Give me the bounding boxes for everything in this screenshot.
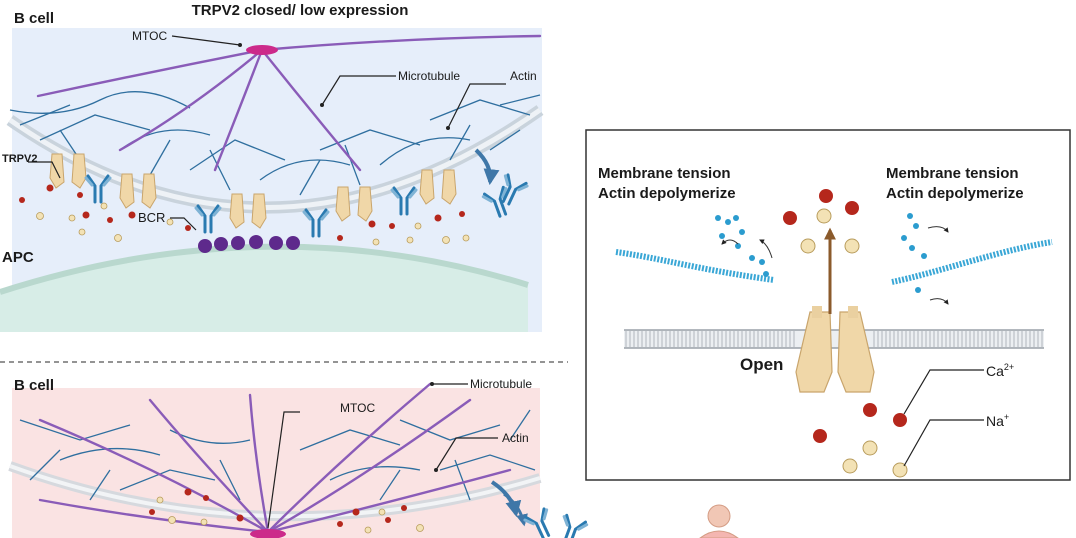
top-trpv2-label: TRPV2 bbox=[2, 153, 37, 165]
top-antigen-cluster bbox=[198, 235, 300, 253]
top-ions bbox=[19, 184, 470, 246]
right-caption-line2: Actin depolymerize bbox=[886, 185, 1024, 202]
top-microtubules bbox=[36, 34, 542, 172]
top-microtubule-pointer-dot bbox=[320, 103, 324, 107]
channel-panel: Membrane tension Actin depolymerize Memb… bbox=[585, 129, 1071, 481]
channel-panel-frame bbox=[585, 129, 1071, 481]
na-ion-label: Na+ bbox=[986, 412, 1009, 429]
bottom-b-cell-membrane-inner bbox=[9, 464, 541, 519]
ca-ion-label: Ca2+ bbox=[986, 362, 1014, 379]
na-ion-superscript: + bbox=[1004, 412, 1009, 422]
bottom-ions bbox=[149, 488, 424, 534]
top-microtubule-label: Microtubule bbox=[398, 69, 460, 83]
bottom-actin-network bbox=[19, 409, 536, 501]
bottom-cell-label: B cell bbox=[14, 377, 54, 394]
bottom-mtoc-label: MTOC bbox=[340, 401, 375, 415]
left-caption-line1: Membrane tension bbox=[598, 165, 731, 182]
top-bcr-label: BCR bbox=[138, 210, 165, 225]
open-trpv2-channel bbox=[795, 306, 875, 393]
top-callout-lines bbox=[28, 35, 506, 231]
na-ion-base: Na bbox=[986, 413, 1004, 429]
person-icon bbox=[699, 504, 739, 538]
bottom-actin-pointer-dot bbox=[434, 468, 438, 472]
actin-monomers bbox=[715, 213, 927, 293]
left-actin-filament bbox=[615, 249, 775, 283]
bottom-free-bcr bbox=[554, 513, 589, 538]
left-caption-line2: Actin depolymerize bbox=[598, 185, 736, 202]
bottom-microtubule-label: Microtubule bbox=[470, 377, 532, 391]
channel-state-label: Open bbox=[740, 355, 783, 374]
ca-ion-base: Ca bbox=[986, 363, 1004, 379]
apc-membrane bbox=[0, 243, 529, 295]
top-mtoc-shape bbox=[246, 45, 278, 55]
top-panel-title: TRPV2 closed/ low expression bbox=[192, 2, 409, 19]
apc-cell bbox=[0, 246, 528, 332]
channel-ca-ions bbox=[783, 189, 907, 443]
top-mtoc-pointer-dot bbox=[238, 43, 242, 47]
top-mtoc-label: MTOC bbox=[132, 29, 167, 43]
top-panel: B cell TRPV2 closed/ low expression MTOC… bbox=[0, 2, 544, 332]
right-caption-line1: Membrane tension bbox=[886, 165, 1019, 182]
top-membrane-arrow bbox=[474, 148, 500, 186]
channel-na-ions bbox=[800, 208, 908, 478]
ion-callout-lines bbox=[903, 369, 984, 467]
top-actin-pointer-dot bbox=[446, 126, 450, 130]
top-actin-label: Actin bbox=[510, 69, 537, 83]
bottom-panel: B cell Microtubule MTOC Actin bbox=[8, 377, 589, 538]
bottom-callout-lines bbox=[267, 383, 498, 529]
lipid-bilayer bbox=[624, 329, 1044, 349]
top-cell-label: B cell bbox=[14, 10, 54, 27]
bottom-microtubule-pointer-dot bbox=[430, 382, 434, 386]
bottom-mtoc-shape bbox=[250, 529, 286, 538]
monomer-release-arrows bbox=[721, 226, 949, 305]
ca-ion-superscript: 2+ bbox=[1004, 362, 1014, 372]
apc-label: APC bbox=[2, 249, 34, 266]
bottom-membrane-arrow-2 bbox=[503, 492, 528, 527]
bottom-actin-label: Actin bbox=[502, 431, 529, 445]
right-actin-filament bbox=[891, 239, 1053, 285]
